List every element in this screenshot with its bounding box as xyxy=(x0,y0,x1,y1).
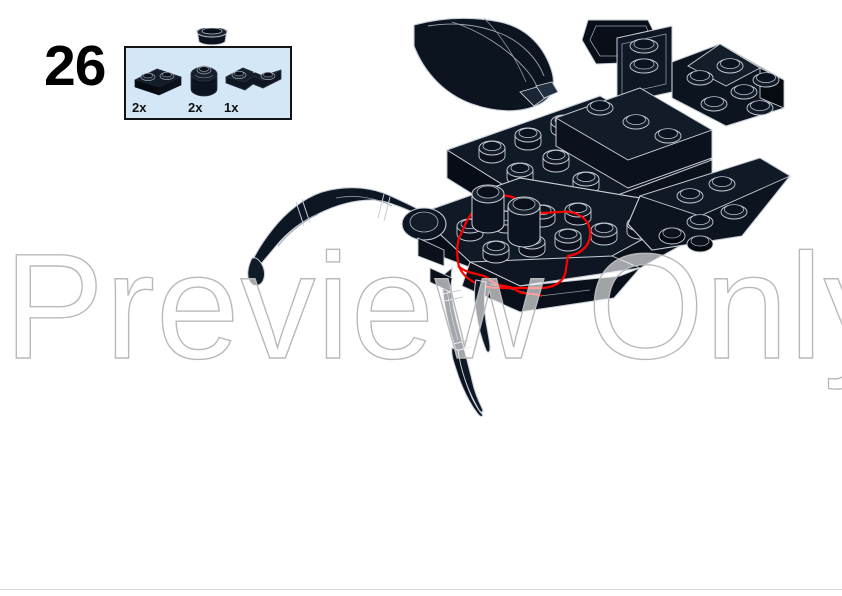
upper-rail-brick xyxy=(554,87,714,189)
round-brick-1x1-icon xyxy=(187,60,221,100)
new-parts-highlight xyxy=(456,194,592,298)
part-quantity: 2x xyxy=(188,100,203,115)
page-bottom-rule xyxy=(0,589,842,590)
leg-rear-descending xyxy=(441,266,484,417)
part-quantity: 2x xyxy=(132,100,147,115)
main-top-plate xyxy=(445,95,714,247)
preview-only-watermark: Preview Only xyxy=(3,228,842,391)
step-number: 26 xyxy=(44,34,106,98)
lower-body-block xyxy=(461,261,641,313)
leg-joint-hub xyxy=(401,207,447,241)
upper-deck-right xyxy=(616,25,785,127)
right-wedge-plate xyxy=(627,157,791,251)
upper-body-mass xyxy=(581,19,661,65)
plate-2x2-corner-icon xyxy=(223,60,285,100)
part-item: 1x xyxy=(223,47,285,115)
wing-shell-left xyxy=(413,17,559,112)
leg-front-left xyxy=(247,187,421,286)
lower-main-plate xyxy=(417,177,713,287)
part-item: 2x xyxy=(131,47,185,115)
part-quantity: 1x xyxy=(224,100,239,115)
plate-1x2-icon xyxy=(131,60,185,100)
parts-list: 2x 2x xyxy=(126,48,290,118)
new-round-bricks xyxy=(471,184,541,248)
watermark-text: Preview Only xyxy=(4,228,842,390)
part-item: 2x xyxy=(187,47,221,115)
parts-callout-box: 2x 2x xyxy=(124,46,292,120)
callout-peek-element xyxy=(196,28,228,46)
leg-middle-descending xyxy=(474,279,491,353)
round-studs-cluster-right xyxy=(658,227,714,253)
underside-plates-left xyxy=(417,237,453,293)
